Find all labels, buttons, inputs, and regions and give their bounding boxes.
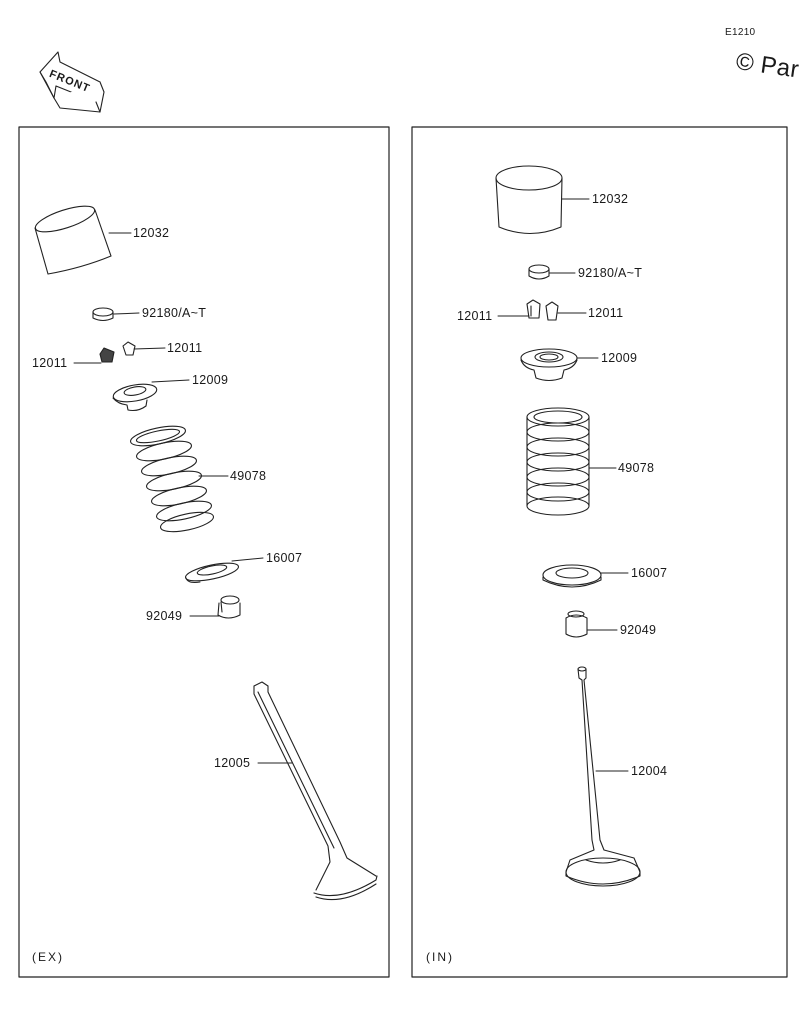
ex-panel-frame [18, 126, 390, 978]
in-cotter-right-label: 12011 [588, 306, 624, 320]
in-shim-label: 92180/A~T [578, 266, 643, 280]
ex-valve-label: 12005 [214, 756, 251, 770]
ex-valve-drawing [253, 681, 378, 901]
in-spring-drawing [526, 407, 590, 516]
in-panel-label: (IN) [426, 950, 454, 964]
ex-cotter-left-label: 12011 [32, 356, 68, 370]
figure-code: E1210 [725, 27, 756, 38]
in-cotters-drawing [526, 299, 559, 321]
in-seal-label: 92049 [620, 623, 657, 637]
ex-seat-drawing [184, 562, 240, 584]
in-valve-drawing [565, 666, 641, 887]
ex-retainer-label: 12009 [192, 373, 229, 387]
in-spring-label: 49078 [618, 461, 655, 475]
ex-cotter-right-label: 12011 [167, 341, 203, 355]
front-arrow-icon [39, 51, 105, 113]
ex-panel-label: (EX) [32, 950, 64, 964]
in-seat-drawing [542, 564, 602, 588]
ex-tappet-label: 12032 [133, 226, 170, 240]
ex-leader-lines [73, 232, 293, 764]
ex-seal-drawing [217, 595, 241, 619]
in-retainer-drawing [520, 348, 578, 382]
in-cotter-left-label: 12011 [457, 309, 493, 323]
ex-retainer-drawing [112, 383, 158, 412]
ex-tappet-drawing [34, 205, 112, 275]
in-valve-label: 12004 [631, 764, 668, 778]
ex-seal-label: 92049 [146, 609, 183, 623]
in-tappet-label: 12032 [592, 192, 629, 206]
ex-spring-drawing [130, 425, 215, 533]
in-seat-label: 16007 [631, 566, 668, 580]
in-tappet-drawing [495, 165, 563, 234]
in-retainer-label: 12009 [601, 351, 638, 365]
ex-seat-label: 16007 [266, 551, 303, 565]
ex-cotters-drawing [99, 341, 136, 363]
in-leader-lines [497, 198, 629, 772]
ex-spring-label: 49078 [230, 469, 267, 483]
ex-shim-drawing [92, 307, 114, 322]
ex-shim-label: 92180/A~T [142, 306, 207, 320]
in-panel-frame [411, 126, 788, 978]
in-seal-drawing [565, 610, 588, 638]
in-shim-drawing [528, 264, 550, 280]
